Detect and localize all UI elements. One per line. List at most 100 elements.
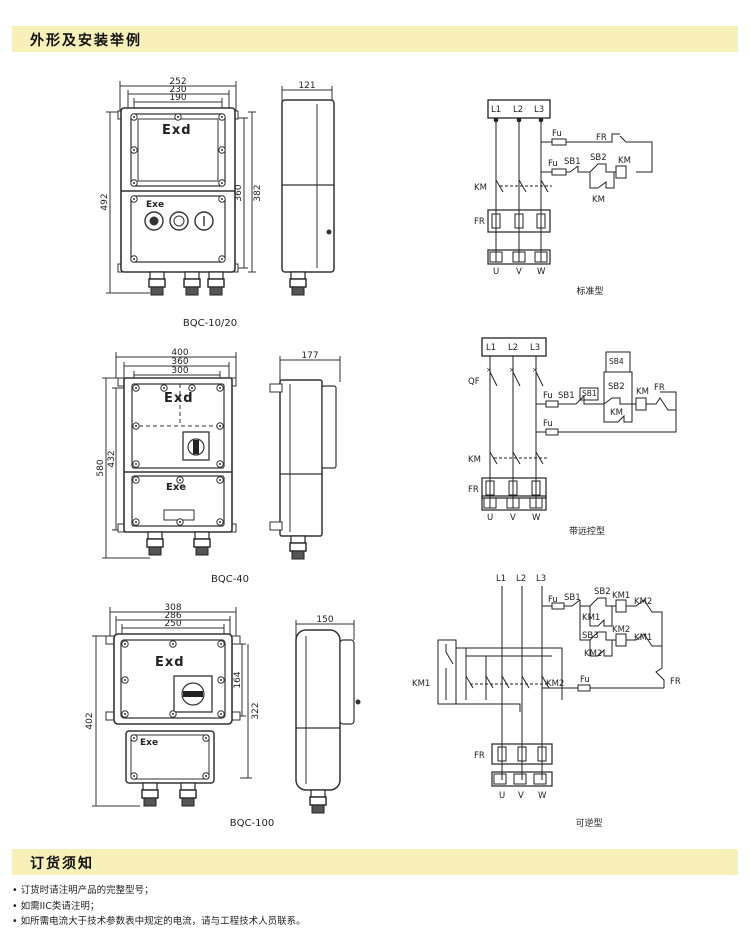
svg-text:L2: L2: [516, 574, 526, 584]
svg-text:W: W: [532, 513, 541, 523]
svg-text:SB2: SB2: [594, 587, 611, 597]
svg-text:KM1: KM1: [612, 591, 630, 601]
svg-text:KM2: KM2: [634, 597, 652, 607]
m2-height-2: 432: [107, 450, 117, 467]
m2-width-outer: 400: [171, 348, 188, 358]
m3-depth: 150: [316, 615, 333, 625]
m1-depth: 121: [298, 81, 315, 91]
outline-section-title: 外形及安装举例: [30, 33, 142, 49]
note-item: • 如所需电流大于技术参数表中规定的电流，请与工程技术人员联系。: [12, 916, 306, 927]
m3-height-3: 322: [251, 702, 261, 719]
m1-width-mid: 230: [169, 85, 186, 95]
model-bqc-10-20: [106, 81, 335, 294]
svg-text:KM1: KM1: [634, 633, 652, 643]
svg-text:SB2: SB2: [608, 382, 625, 392]
svg-text:V: V: [518, 791, 524, 801]
svg-text:FR: FR: [596, 133, 607, 143]
svg-text:SB1: SB1: [558, 391, 575, 401]
svg-text:QF: QF: [468, 377, 480, 387]
m3-exd-label: Exd: [155, 655, 185, 670]
svg-text:FR: FR: [654, 383, 665, 393]
circuit-reversible-caption: 可逆型: [575, 817, 602, 829]
svg-text:KM2: KM2: [546, 679, 564, 689]
m3-exe-label: Exe: [140, 738, 158, 748]
svg-text:Fu: Fu: [548, 159, 558, 169]
note-item: • 订货时请注明产品的完整型号；: [12, 885, 154, 896]
svg-text:FR: FR: [670, 677, 681, 687]
circuit-remote-labels: L1 L2 L3 QF Fu Fu SB4 SB1 SB1 SB2 KM FR …: [468, 343, 665, 537]
circuit-standard: [487, 99, 653, 265]
circuit-remote: × × ×: [481, 337, 677, 511]
m2-exe-label: Exe: [166, 482, 186, 493]
svg-text:W: W: [538, 791, 547, 801]
ordering-notes: • 订货时请注明产品的完整型号； • 如需IIC类请注明； • 如所需电流大于技…: [12, 883, 738, 930]
model-bqc-40: [102, 352, 341, 559]
m1-width-inner: 190: [169, 93, 186, 103]
svg-text:Fu: Fu: [543, 419, 553, 429]
svg-text:Fu: Fu: [543, 391, 553, 401]
svg-text:U: U: [499, 791, 505, 801]
svg-text:KM1: KM1: [582, 613, 600, 623]
svg-text:L1: L1: [496, 574, 506, 584]
svg-text:L1: L1: [491, 105, 501, 115]
svg-text:L2: L2: [513, 105, 523, 115]
m3-width-outer: 308: [164, 603, 181, 613]
m1-height: 492: [100, 193, 110, 210]
m1-exe-label: Exe: [146, 200, 164, 210]
ordering-section-title: 订货须知: [30, 856, 94, 872]
circuit-reversible-labels: L1 L2 L3 Fu SB1 SB2 KM1 KM2 KM1 SB3 KM2 …: [412, 574, 681, 829]
model-1-labels: 252 230 190 121 492 360 382 Exd Exe BQC-…: [100, 77, 316, 329]
svg-text:SB1: SB1: [582, 389, 597, 398]
svg-text:L3: L3: [534, 105, 544, 115]
svg-text:L2: L2: [508, 343, 518, 353]
svg-text:SB1: SB1: [564, 593, 581, 603]
svg-text:V: V: [510, 513, 516, 523]
m2-width-inner: 300: [171, 366, 188, 376]
circuit-standard-labels: L1 L2 L3 Fu FR Fu SB1 SB2 KM KM KM FR U …: [474, 105, 631, 297]
svg-text:KM2: KM2: [584, 649, 602, 659]
circuit-standard-caption: 标准型: [576, 285, 603, 297]
note-item: • 如需IIC类请注明；: [12, 900, 100, 912]
svg-text:×: ×: [486, 366, 492, 374]
m3-width-inner: 250: [164, 619, 181, 629]
svg-text:×: ×: [509, 366, 515, 374]
ordering-section-header: 订货须知: [12, 849, 738, 875]
svg-text:KM: KM: [468, 455, 481, 465]
m2-exd-label: Exd: [164, 391, 194, 406]
m1-height-2: 360: [234, 184, 244, 201]
svg-text:KM: KM: [618, 156, 631, 166]
svg-text:L3: L3: [530, 343, 540, 353]
svg-text:SB2: SB2: [590, 153, 607, 163]
svg-text:Fu: Fu: [548, 595, 558, 605]
m1-model-name: BQC-10/20: [183, 318, 237, 329]
outline-section-header: 外形及安装举例: [12, 26, 738, 52]
circuit-remote-caption: 带远控型: [569, 525, 605, 537]
svg-text:L3: L3: [536, 574, 546, 584]
model-3-labels: 308 286 250 150 402 164 322 Exd Exe BQC-…: [85, 603, 334, 829]
svg-text:Fu: Fu: [552, 129, 562, 139]
svg-text:V: V: [516, 267, 522, 277]
svg-text:KM: KM: [592, 195, 605, 205]
circuit-reversible: [437, 586, 665, 787]
m3-height-2: 164: [233, 671, 243, 688]
m3-height: 402: [85, 712, 95, 729]
m1-height-3: 382: [253, 184, 263, 201]
svg-text:KM2: KM2: [612, 625, 630, 635]
m2-height: 580: [96, 459, 106, 476]
m2-depth: 177: [301, 351, 318, 361]
svg-text:SB3: SB3: [582, 631, 599, 641]
svg-text:U: U: [493, 267, 499, 277]
svg-text:KM: KM: [610, 408, 623, 418]
svg-text:KM1: KM1: [412, 679, 430, 689]
svg-text:×: ×: [532, 366, 538, 374]
svg-text:FR: FR: [474, 217, 485, 227]
svg-text:KM: KM: [636, 387, 649, 397]
m1-width-outer: 252: [169, 77, 186, 87]
svg-text:L1: L1: [486, 343, 496, 353]
svg-text:W: W: [537, 267, 546, 277]
svg-text:FR: FR: [474, 751, 485, 761]
m3-width-mid: 286: [164, 611, 181, 621]
model-2-labels: 400 360 300 177 580 432 Exd Exe BQC-40: [96, 348, 319, 585]
svg-text:Fu: Fu: [580, 675, 590, 685]
